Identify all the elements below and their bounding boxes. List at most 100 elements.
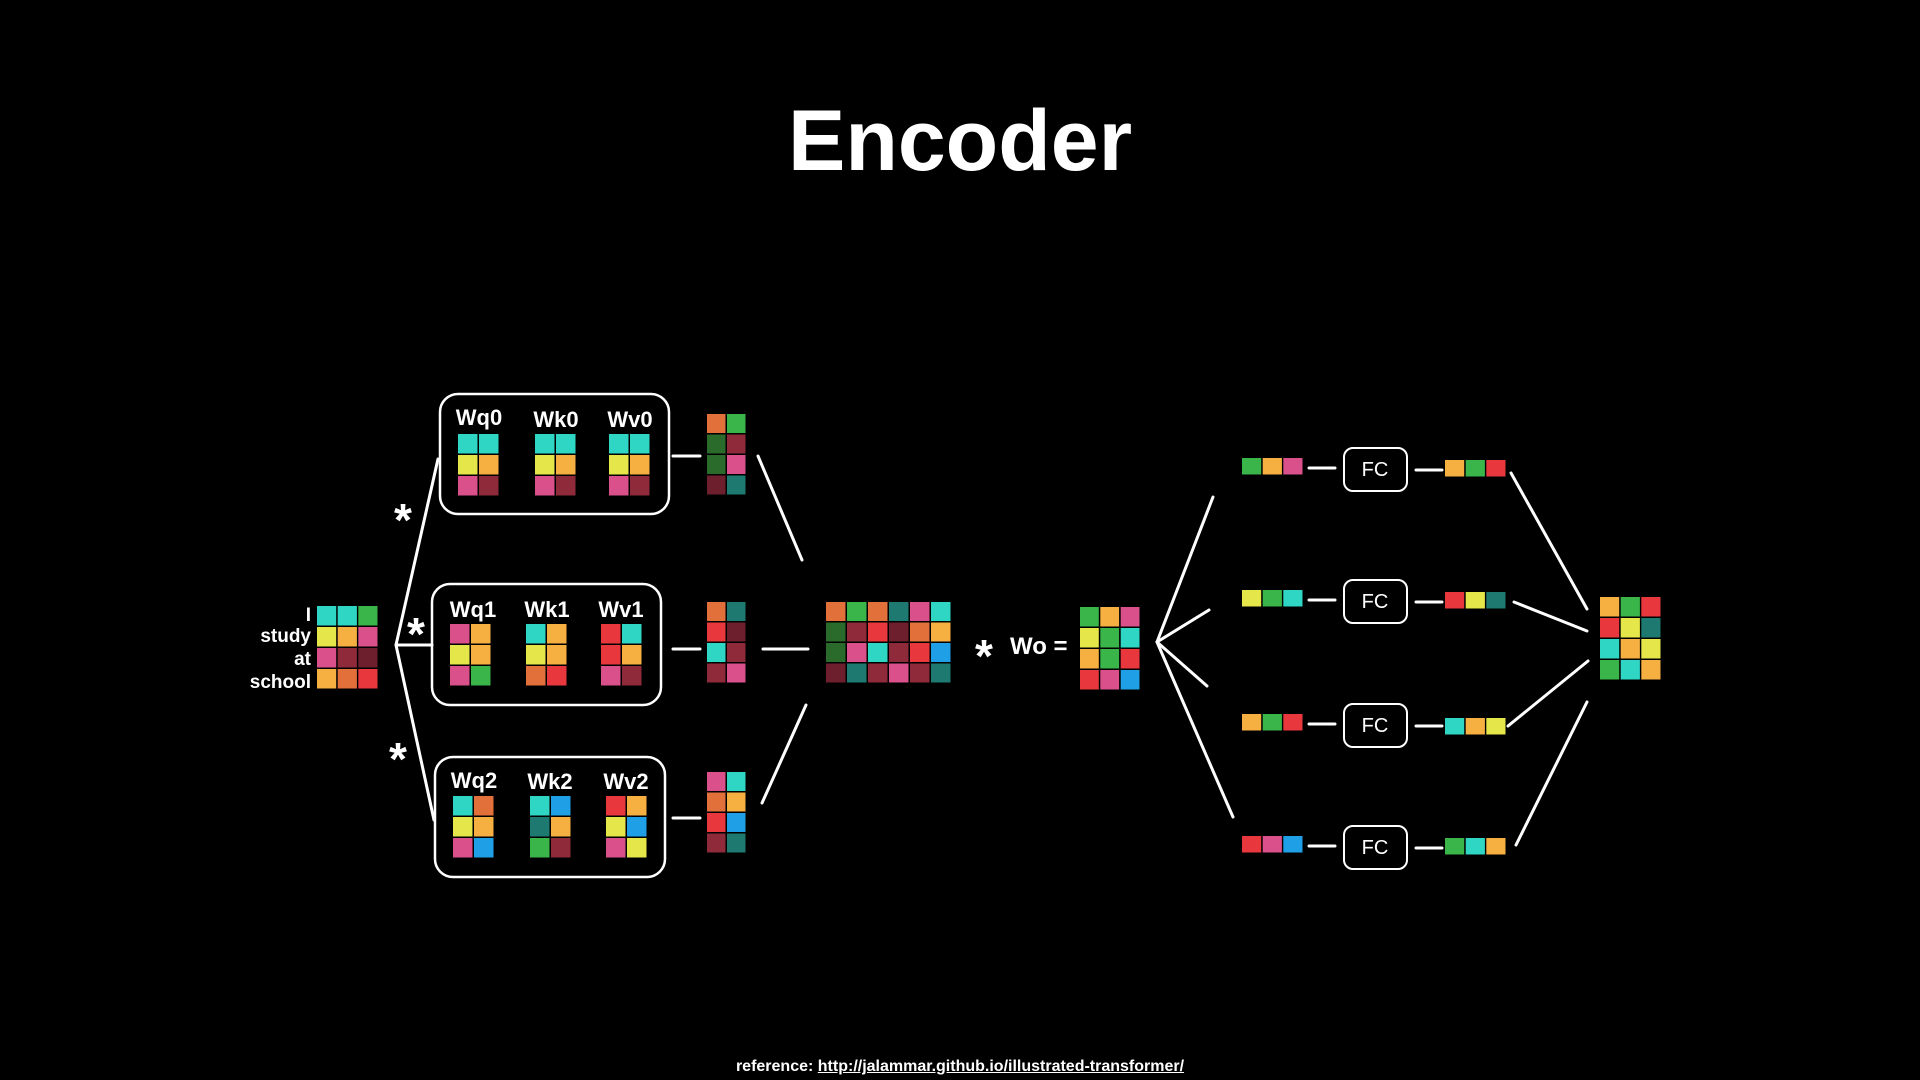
matrix-cell xyxy=(1445,838,1465,855)
wq1-matrix xyxy=(450,624,491,686)
matrix-cell xyxy=(479,434,499,454)
matrix-cell xyxy=(847,602,867,621)
matrix-cell xyxy=(530,796,550,816)
matrix-cell xyxy=(889,622,909,642)
matrix-cell xyxy=(889,663,909,683)
matrix-cell xyxy=(337,669,357,689)
matrix-cell xyxy=(453,796,473,816)
matrix-cell xyxy=(707,643,726,662)
matrix-cell xyxy=(458,434,478,454)
matrix-cell xyxy=(627,796,647,816)
head-1-output xyxy=(707,602,746,683)
matrix-cell xyxy=(1465,838,1485,855)
matrix-cell xyxy=(727,813,746,832)
head-2-box xyxy=(433,755,667,879)
matrix-cell xyxy=(931,602,951,621)
matrix-cell xyxy=(826,643,846,662)
matrix-cell xyxy=(471,624,491,644)
matrix-cell xyxy=(1283,458,1303,475)
matrix-cell xyxy=(556,455,576,475)
matrix-cell xyxy=(868,622,888,642)
matrix-cell xyxy=(1445,460,1465,477)
matrix-cell xyxy=(630,455,650,475)
head-2-output xyxy=(707,772,746,853)
reference-link[interactable]: http://jalammar.github.io/illustrated-tr… xyxy=(817,1058,1185,1075)
matrix-cell xyxy=(1120,670,1140,690)
matrix-cell xyxy=(358,669,378,689)
matrix-cell xyxy=(530,838,550,858)
matrix-cell xyxy=(471,666,491,686)
matrix-cell xyxy=(1445,718,1465,735)
matrix-cell xyxy=(474,838,494,858)
matrix-cell xyxy=(551,817,571,837)
concat-matrix xyxy=(826,602,951,683)
wk-label: Wk1 xyxy=(524,597,569,622)
matrix-cell xyxy=(1641,597,1661,617)
head-0-output xyxy=(707,414,746,495)
matrix-cell xyxy=(1641,639,1661,659)
matrix-cell xyxy=(1600,597,1620,617)
matrix-cell xyxy=(317,648,337,668)
matrix-cell xyxy=(1641,660,1661,680)
fc-output-1 xyxy=(1445,592,1506,609)
matrix-cell xyxy=(1100,670,1120,690)
fc-label: FC xyxy=(1362,459,1389,481)
multiply-symbol: * xyxy=(394,494,412,546)
matrix-cell xyxy=(556,476,576,496)
matrix-cell xyxy=(556,434,576,454)
fc-label: FC xyxy=(1362,715,1389,737)
matrix-cell xyxy=(1080,628,1099,648)
matrix-cell xyxy=(479,455,499,475)
matrix-cell xyxy=(868,602,888,621)
wv2-matrix xyxy=(606,796,647,858)
fc-output-3 xyxy=(1445,838,1506,855)
matrix-cell xyxy=(1600,639,1620,659)
wk2-matrix xyxy=(530,796,571,858)
matrix-cell xyxy=(450,645,470,665)
matrix-cell xyxy=(1242,714,1262,731)
fc-label: FC xyxy=(1362,837,1389,859)
head-1-box xyxy=(430,582,663,707)
multiply-symbol: * xyxy=(389,733,407,785)
matrix-cell xyxy=(1242,590,1262,607)
matrix-cell xyxy=(931,622,951,642)
token-label: school xyxy=(250,672,311,693)
matrix-cell xyxy=(601,645,621,665)
matrix-cell xyxy=(727,434,746,454)
matrix-cell xyxy=(1242,836,1262,853)
matrix-cell xyxy=(910,643,930,662)
matrix-cell xyxy=(601,666,621,686)
wv1-matrix xyxy=(601,624,642,686)
matrix-cell xyxy=(1465,592,1485,609)
reference-line: reference: http://jalammar.github.io/ill… xyxy=(0,1058,1920,1076)
matrix-cell xyxy=(727,833,746,853)
fc-box-2 xyxy=(1343,703,1408,748)
matrix-cell xyxy=(707,833,726,853)
matrix-cell xyxy=(910,663,930,683)
matrix-cell xyxy=(630,434,650,454)
wk1-matrix xyxy=(526,624,567,686)
matrix-cell xyxy=(1486,592,1506,609)
matrix-cell xyxy=(458,455,478,475)
matrix-cell xyxy=(1283,714,1303,731)
multiply-symbol: * xyxy=(975,630,993,682)
matrix-cell xyxy=(622,666,642,686)
wq-label: Wq2 xyxy=(451,768,497,793)
matrix-cell xyxy=(727,772,746,791)
matrix-cell xyxy=(535,434,555,454)
connector-lines xyxy=(394,454,1590,850)
matrix-cell xyxy=(450,666,470,686)
token-label: at xyxy=(294,649,312,670)
matrix-cell xyxy=(727,643,746,662)
wk0-matrix xyxy=(535,434,576,496)
matrix-cell xyxy=(535,455,555,475)
matrix-cell xyxy=(1620,597,1640,617)
matrix-cell xyxy=(1080,670,1099,690)
matrix-cell xyxy=(1620,618,1640,638)
matrix-cell xyxy=(358,606,378,626)
matrix-cell xyxy=(1080,607,1099,627)
matrix-cell xyxy=(1100,607,1120,627)
head-0-box xyxy=(438,392,671,516)
wv-label: Wv2 xyxy=(603,769,648,794)
wv-label: Wv1 xyxy=(598,597,643,622)
